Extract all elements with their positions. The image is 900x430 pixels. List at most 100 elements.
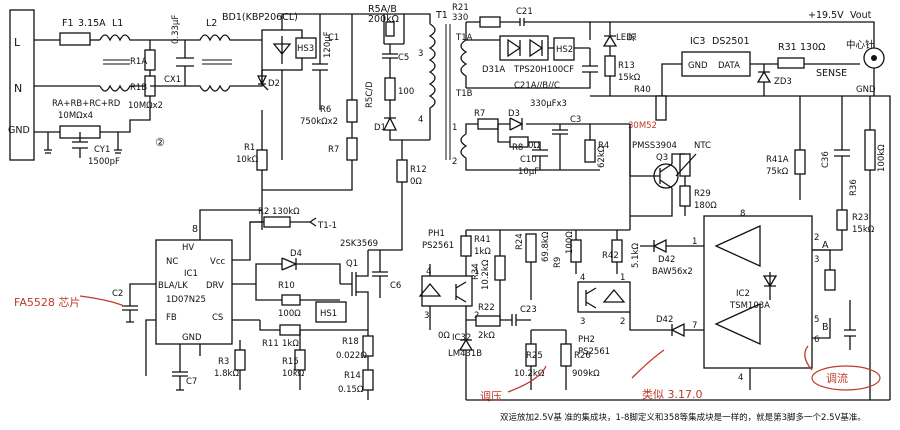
- label-d31a: D31A: [482, 65, 505, 75]
- label-ic3-data: DATA: [718, 61, 740, 71]
- label-r24-val: 69.8kΩ: [541, 231, 551, 262]
- label-fb: FB: [166, 313, 177, 323]
- label-r1: R1: [244, 143, 255, 153]
- label-nc: NC: [166, 257, 178, 267]
- label-r22-val: 2kΩ: [478, 331, 495, 341]
- label-led: LED: [616, 33, 633, 43]
- label-r12-val: 0Ω: [410, 177, 422, 187]
- inductor-l1-b: [99, 84, 150, 92]
- label-ph1-pin1: 1: [474, 267, 479, 277]
- hand-leisi: 类似 3.17.0: [642, 387, 702, 401]
- inductor-l1-a: [99, 34, 150, 42]
- label-ph2-pin1: 1: [620, 273, 625, 283]
- label-d42: D42: [658, 255, 675, 265]
- label-r36: R36: [849, 179, 859, 196]
- label-r31-val: 130Ω: [800, 42, 825, 53]
- label-t1b: T1B: [455, 89, 473, 99]
- label-blalk: BLA/LK: [158, 281, 188, 291]
- hand-tiaoya: 调压: [480, 390, 502, 403]
- label-ic3: IC3: [690, 36, 705, 47]
- label-ic2-pin8: 8: [740, 209, 745, 219]
- label-r12: R12: [410, 165, 427, 175]
- label-r1-val: 10kΩ: [236, 155, 259, 165]
- opamp-b: [714, 302, 761, 346]
- label-r14-val: 0.15Ω: [338, 385, 364, 395]
- label-pin8: 8: [192, 224, 198, 235]
- label-c36: C36: [821, 151, 831, 168]
- label-r4-val: 62kΩ: [597, 145, 607, 168]
- label-id07: 1D07N25: [166, 295, 206, 305]
- label-ic32: IC32: [452, 333, 471, 343]
- label-r4: R4: [598, 141, 609, 151]
- label-ic2-pin5: 5: [814, 315, 819, 325]
- label-ic2-pin3: 3: [814, 255, 819, 265]
- label-d4: D4: [290, 249, 302, 259]
- label-pmss3904: PMSS3904: [632, 141, 677, 151]
- label-r8-val: 0Ω: [528, 141, 540, 151]
- label-r29: R29: [694, 189, 711, 199]
- label-cy1: CY1: [94, 145, 110, 155]
- ntc-thermistor: [679, 153, 691, 177]
- label-ic2: IC2: [736, 289, 750, 299]
- label-c23: C23: [520, 305, 537, 315]
- label-lm431b: LM431B: [448, 349, 482, 359]
- label-ic2-pin6: 6: [814, 335, 819, 345]
- label-195v: +19.5V: [808, 10, 844, 21]
- capacitor-cx1: [176, 57, 194, 67]
- label-r2: R2: [258, 207, 269, 217]
- label-d2: D2: [268, 79, 280, 89]
- label-pin1: 1: [452, 123, 457, 133]
- label-r23-val: 15kΩ: [852, 225, 875, 235]
- label-l1: L1: [112, 18, 123, 29]
- label-r21: R21: [452, 3, 469, 13]
- label-sense: SENSE: [816, 68, 847, 79]
- label-r13: R13: [618, 61, 635, 71]
- label-bd1: BD1(KBP206CL): [222, 12, 298, 23]
- label-r18-val: 0.022Ω: [336, 351, 367, 361]
- label-r15: R15: [282, 357, 299, 367]
- label-r10: R10: [278, 281, 295, 291]
- label-ic1: IC1: [184, 269, 198, 279]
- label-baw: BAW56x2: [652, 267, 693, 277]
- label-pin3: 3: [418, 49, 423, 59]
- label-r23: R23: [852, 213, 869, 223]
- label-c5: C5: [398, 53, 409, 63]
- label-r1b: R1B: [130, 83, 147, 93]
- label-r11-val: 1kΩ: [282, 339, 299, 349]
- heatsink-hs2: [553, 37, 575, 61]
- label-vout: Vout: [850, 10, 872, 21]
- label-gnd-right: GND: [856, 85, 876, 95]
- label-ph2-pin4: 4: [580, 273, 585, 283]
- label-c10: C10: [520, 155, 537, 165]
- label-gnd-left: GND: [8, 125, 30, 136]
- label-r34: R34: [471, 263, 481, 280]
- label-r18: R18: [342, 337, 359, 347]
- transformer-t1-primary: [428, 23, 436, 140]
- label-r11: R11: [262, 339, 279, 349]
- label-ph1-0o: 0Ω: [438, 331, 450, 341]
- label-r42-val: 5.1kΩ: [631, 243, 641, 268]
- ic-ic1-1d07n25: [155, 239, 233, 345]
- label-q3: Q3: [656, 153, 668, 163]
- label-ic3-gnd: GND: [688, 61, 708, 71]
- label-r24: R24: [515, 233, 525, 250]
- label-r10-val: 100Ω: [278, 309, 301, 319]
- ic-ic3-ds2501: [681, 51, 751, 77]
- label-cap330: 330μFx3: [530, 99, 567, 109]
- label-sk3569: 2SK3569: [340, 239, 378, 249]
- label-r9-val: 100Ω: [565, 231, 575, 254]
- label-ph2-pin2: 2: [620, 317, 625, 327]
- label-f1: F1: [62, 18, 74, 29]
- label-r5ab: R5A/B: [368, 4, 397, 15]
- label-tps: TPS20H100CF: [513, 65, 574, 75]
- label-t1-1: T1-1: [317, 221, 337, 231]
- label-r7b: R7: [474, 109, 485, 119]
- label-zd3: ZD3: [774, 77, 792, 87]
- label-c3: C3: [570, 115, 581, 125]
- label-ph1-pin3: 3: [424, 311, 429, 321]
- label-r2-val: 130kΩ: [272, 207, 300, 217]
- label-d1: D1: [374, 123, 386, 133]
- label-c2: C2: [112, 289, 123, 299]
- fuse-f1: [59, 32, 91, 46]
- label-t1a: T1A: [455, 33, 473, 43]
